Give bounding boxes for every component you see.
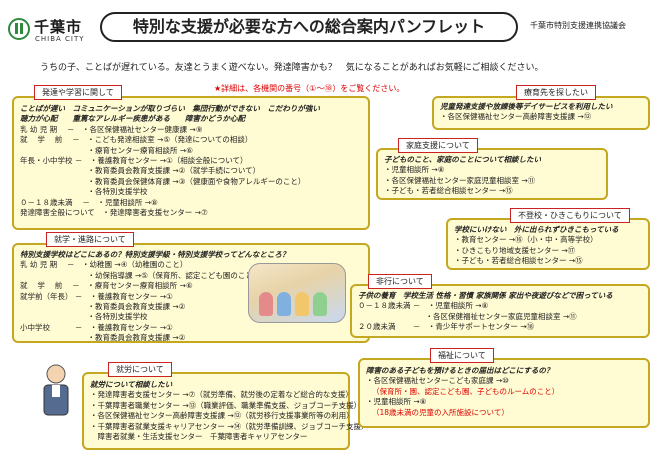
employment-line: ・千葉障害者就業支援キャリアセンター →⑭（就労準備訓練、ジョブコーチ支援）	[90, 421, 369, 431]
section-welfare-title: 福祉について	[430, 348, 494, 363]
section-employment: 就労について相談したい ・発達障害者支援センター →⑦（就労準備、就労後の定着な…	[82, 372, 369, 450]
section-employment-title: 就労について	[108, 362, 172, 377]
development-line: ・各特別支援学校	[20, 187, 148, 197]
education-line: 小中学校 － ・養護教育センター →①	[20, 322, 173, 332]
development-line: 年長・小中学校 － ・養護教育センター →①（相談全般について）	[20, 156, 248, 166]
development-line: ０－１８歳未満 － ・児童相談所 →⑧	[20, 197, 158, 207]
delinquency-line: 子供の養育 学校生活 性格・習慣 家族関係 家出や夜遊びなどで困っている	[358, 291, 613, 300]
delinquency-line: ・各区保健福祉センター家庭児童相談室 →⑪	[358, 311, 577, 321]
family-line: ・児童相談所 →⑧	[384, 165, 445, 175]
employment-line: ・発達障害者支援センター →⑦（就労準備、就労後の定着など総合的な支援）	[90, 390, 353, 400]
education-line: 特別支援学校はどこにあるの？特別支援学級・特別支援学校ってどんなところ？	[20, 250, 290, 259]
education-line: ・教育委員会教育支援課 →②	[20, 302, 186, 312]
truancy-line: ・教育センター →⑯（小・中・高等学校）	[454, 235, 598, 245]
employment-line: ・各区保健福祉センター高齢障害支援課 →⑫（就労移行支援事業所等の利用）	[90, 411, 354, 421]
section-welfare: 障害のある子どもを預けるときの届出はどこにするの？ ・各区保健福祉センターこども…	[358, 358, 650, 428]
children-illustration	[248, 263, 346, 323]
delinquency-line: ２０歳未満 － ・青少年サポートセンター →⑱	[358, 322, 535, 332]
development-line: 就 学 前 － ・こども発達相談室 →⑤（発達についての相談）	[20, 135, 253, 145]
therapy-line: 児童発達支援や放課後等デイサービスを利用したい	[440, 102, 613, 111]
section-therapy-title: 療育先を探したい	[516, 85, 596, 100]
chiba-city-logo: 千葉市 CHIBA CITY	[8, 14, 96, 46]
education-line: ・幼保指導課 →⑤（保育所、認定こども園のこと）	[20, 270, 261, 280]
section-truancy-title: 不登校・ひきこもりについて	[510, 208, 630, 223]
welfare-line: ・児童相談所 →⑧	[366, 397, 427, 407]
education-line: ・教育委員会教育支援課 →②	[20, 333, 186, 343]
section-family-title: 家庭支援について	[398, 138, 478, 153]
job-seeker-illustration	[43, 364, 69, 416]
family-line: ・各区保健福祉センター家庭児童相談室 →⑪	[384, 175, 536, 185]
development-line: 聴力が心配 重篤なアレルギー疾患がある 障害かどうか心配	[20, 114, 245, 124]
truancy-line: ・子ども・若者総合相談センター →⑮	[454, 256, 583, 266]
family-line: ・子ども・若者総合相談センター →⑮	[384, 186, 513, 196]
employment-line: 障害者就業・生活支援センター 千葉障害者キャリアセンター	[90, 432, 308, 442]
education-line: 就 学 前 － ・療育センター療育相談所 →⑥	[20, 281, 193, 291]
detail-note: ★詳細は、各機関の番号（①～⑱）をご覧ください。	[214, 84, 405, 93]
section-delinquency-title: 非行について	[368, 274, 432, 289]
therapy-line: ・各区保健福祉センター高齢障害支援課 →⑫	[440, 112, 592, 122]
education-line: 就学前（年長） － ・養護教育センター →①	[20, 291, 173, 301]
section-development: ことばが遅い コミュニケーションが取りづらい 集団行動ができない こだわりが強い…	[12, 96, 370, 230]
welfare-line: ・各区保健福祉センターこども家庭課 →⑩	[366, 376, 509, 386]
intro-text: うちの子、ことばが遅れている。友達とうまく遊べない。発達障害かも？ 気になること…	[40, 63, 544, 73]
education-line: 乳 幼 児 期 － ・幼稚園 →④（幼稚園のこと）	[20, 260, 188, 270]
development-line: ことばが遅い コミュニケーションが取りづらい 集団行動ができない こだわりが強い	[20, 104, 320, 113]
section-family: 子どものこと、家庭のことについて相談したい ・児童相談所 →⑧ ・各区保健福祉セ…	[376, 148, 608, 200]
development-line: ・療育センター療育相談所 →⑥	[20, 145, 193, 155]
organization-name: 千葉市特別支援連携協議会	[530, 21, 626, 30]
employment-line: 就労について相談したい	[90, 380, 173, 389]
employment-line: ・千葉障害者職業センター →⑬（職業評価、職業準備支援、ジョブコーチ支援）	[90, 400, 362, 410]
truancy-line: ・ひきこもり地域支援センター →⑰	[454, 245, 576, 255]
chiba-emblem-icon	[8, 18, 30, 40]
development-line: 乳 幼 児 期 － ・各区保健福祉センター健康課 →⑨	[20, 124, 203, 134]
development-lines: ことばが遅い コミュニケーションが取りづらい 集団行動ができない こだわりが強い…	[20, 104, 362, 218]
section-development-title: 発達や学習に関して	[34, 85, 122, 100]
welfare-line: 障害のある子どもを預けるときの届出はどこにするの？	[366, 366, 554, 375]
logo-name: 千葉市	[34, 18, 83, 36]
truancy-line: 学校にいけない 外に出られずひきこもっている	[454, 225, 619, 234]
section-therapy: 児童発達支援や放課後等デイサービスを利用したい ・各区保健福祉センター高齢障害支…	[432, 96, 650, 130]
welfare-line: （保育所・園、認定こども園、子どものルームのこと）	[372, 386, 560, 396]
page-title: 特別な支援が必要な方への総合案内パンフレット	[100, 12, 518, 42]
development-line: ・教育委員会教育支援課 →②（就学手続について）	[20, 166, 261, 176]
development-line: ・教育委員会保健体育課 →③（健康面や食物アレルギーのこと）	[20, 176, 306, 186]
development-line: 発達障害全般について ・発達障害者支援センター →⑦	[20, 208, 208, 218]
education-line: ・各特別支援学校	[20, 312, 148, 322]
section-education-title: 就学・進路について	[46, 232, 134, 247]
welfare-line: （18歳未満の児童の入所施設について）	[372, 407, 509, 417]
section-delinquency: 子供の養育 学校生活 性格・習慣 家族関係 家出や夜遊びなどで困っている ０－１…	[350, 284, 650, 338]
section-truancy: 学校にいけない 外に出られずひきこもっている ・教育センター →⑯（小・中・高等…	[446, 218, 650, 270]
logo-subtitle: CHIBA CITY	[35, 35, 85, 43]
family-line: 子どものこと、家庭のことについて相談したい	[384, 155, 541, 164]
delinquency-line: ０－１８歳未満 － ・児童相談所 →⑧	[358, 301, 489, 311]
